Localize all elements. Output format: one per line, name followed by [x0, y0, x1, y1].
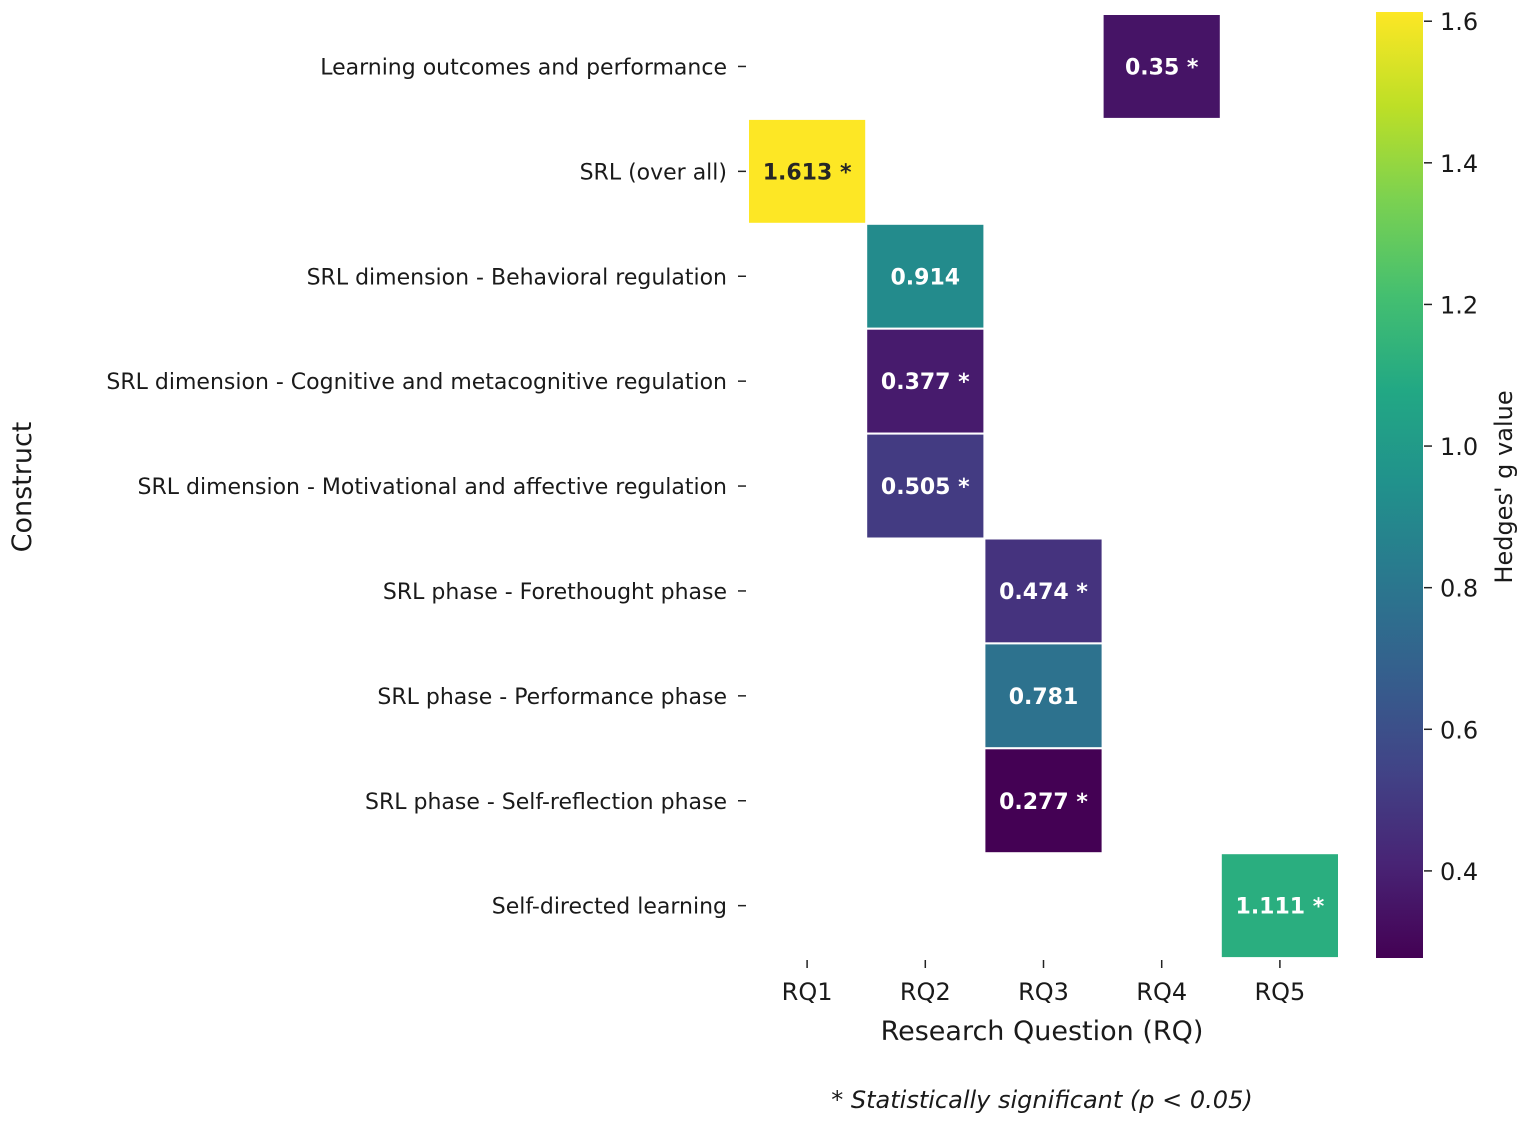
colorbar [1376, 12, 1423, 958]
x-tick-label: RQ3 [1018, 978, 1069, 1006]
heatmap-cell [983, 537, 1104, 645]
colorbar-tick-label: 0.8 [1440, 575, 1478, 603]
y-tick-label: SRL dimension - Behavioral regulation [307, 265, 727, 290]
colorbar-tick-label: 0.6 [1440, 716, 1478, 744]
y-tick-label: SRL dimension - Motivational and affecti… [138, 475, 727, 500]
x-tick-label: RQ1 [782, 978, 833, 1006]
colorbar-tick-label: 1.2 [1440, 291, 1478, 319]
y-tick-label: SRL phase - Forethought phase [383, 580, 727, 605]
cell-value-label: 0.474 * [999, 580, 1088, 605]
x-tick-label: RQ2 [900, 978, 951, 1006]
colorbar-tick-label: 1.6 [1440, 8, 1478, 36]
cell-value-label: 1.111 * [1236, 895, 1325, 920]
y-tick-label: SRL phase - Self-reflection phase [365, 790, 727, 815]
heatmap-cells: 0.35 * 1.613 * 0.914 0.377 * 0.505 * 0.474 * 0… [747, 13, 1341, 960]
x-tick-label: RQ5 [1254, 978, 1305, 1006]
cell-value-label: 0.914 [891, 265, 961, 290]
cell-value-label: 0.277 * [999, 790, 1088, 815]
y-tick-label: SRL dimension - Cognitive and metacognit… [106, 370, 727, 395]
cell-value-label: 0.377 * [881, 370, 970, 395]
footnote: * Statistically significant (p < 0.05) [831, 1086, 1252, 1114]
y-tick-label: Learning outcomes and performance [320, 55, 727, 80]
cell-value-label: 1.613 * [763, 160, 852, 185]
colorbar-tick-label: 1.0 [1440, 433, 1478, 461]
colorbar-tick-label: 1.4 [1440, 150, 1478, 178]
y-tick-label: SRL (over all) [580, 160, 727, 185]
cell-value-label: 0.781 [1009, 685, 1079, 710]
heatmap-cell [747, 117, 868, 225]
x-axis-label: Research Question (RQ) [881, 1016, 1204, 1047]
heatmap-cell [865, 222, 986, 330]
colorbar-label: Hedges' g value [1490, 390, 1518, 583]
y-axis-label: Construct [7, 422, 38, 553]
heatmap-cell [1219, 852, 1341, 960]
x-tick-labels: RQ1 RQ2 RQ3 RQ4 RQ5 [782, 960, 1305, 1006]
heatmap-cell [983, 747, 1104, 855]
heatmap-cell [865, 327, 986, 435]
colorbar-ticks: 0.4 0.6 0.8 1.0 1.2 1.4 1.6 [1424, 8, 1478, 886]
y-tick-label: Self-directed learning [492, 895, 727, 920]
y-tick-label: SRL phase - Performance phase [377, 685, 727, 710]
cell-value-label: 0.505 * [881, 475, 970, 500]
heatmap-cell [1101, 13, 1222, 120]
colorbar-tick-label: 0.4 [1440, 858, 1478, 886]
x-tick-label: RQ4 [1136, 978, 1187, 1006]
heatmap-cell [865, 432, 986, 540]
cell-value-label: 0.35 * [1125, 55, 1199, 80]
